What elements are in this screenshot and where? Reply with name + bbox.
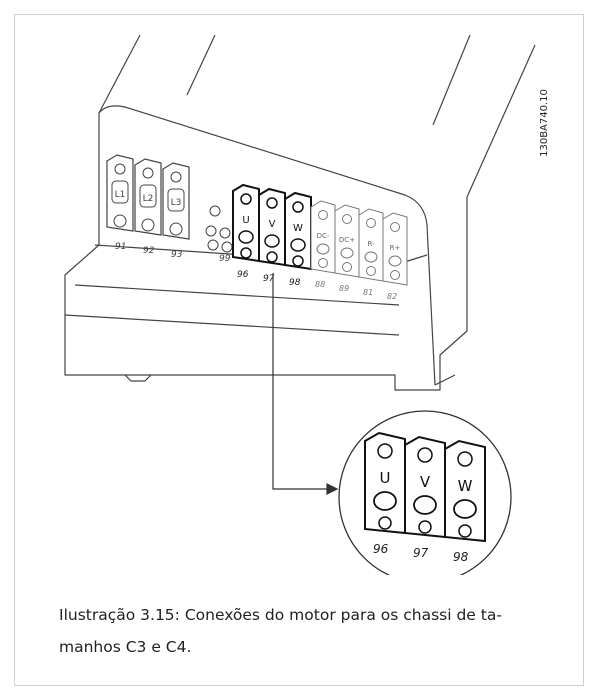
drive-chassis	[64, 34, 536, 391]
terminal-number: 89	[339, 284, 349, 293]
terminal-number: 98	[289, 278, 301, 288]
terminal-W: W 98	[284, 191, 312, 288]
caption-line-2: manhos C3 e C4.	[59, 638, 192, 656]
figure-frame: L1 91 L2 92 L3 93	[14, 14, 584, 686]
terminal-number: 93	[171, 250, 183, 260]
caption-line-1: Ilustração 3.15: Conexões do motor para …	[59, 606, 502, 624]
motor-connection-diagram: L1 91 L2 92 L3 93	[64, 34, 550, 575]
ground-number: 99	[219, 254, 231, 264]
terminal-L2: L2 92	[134, 158, 162, 256]
terminal-U: U 96	[232, 183, 260, 280]
dc-terminals: DC- 88 DC+ 89 R- 81	[310, 200, 408, 301]
terminal-label: L1	[115, 190, 126, 200]
zoom-terminal-label: V	[420, 473, 431, 491]
ground-screws: 99	[205, 205, 233, 264]
terminal-number: 92	[143, 246, 155, 256]
figure-caption: Ilustração 3.15: Conexões do motor para …	[59, 599, 579, 663]
terminal-number: 97	[263, 274, 275, 284]
document-code: 130BA740.10	[539, 89, 550, 157]
terminal-number: 91	[115, 242, 126, 252]
terminal-R-minus: R- 81	[358, 208, 384, 297]
zoom-terminal-label: U	[380, 469, 391, 487]
main-terminals: L1 91 L2 92 L3 93	[106, 154, 190, 260]
terminal-label: U	[242, 215, 249, 226]
zoom-terminal-label: W	[458, 477, 473, 495]
zoom-terminal-V: V 97	[404, 435, 446, 560]
terminal-DC-plus: DC+ 89	[334, 204, 360, 293]
terminal-label: L3	[171, 198, 182, 208]
terminal-number: 81	[363, 288, 373, 297]
terminal-V: V 97	[258, 187, 286, 284]
motor-terminals: U 96 V 97 W 98	[232, 183, 312, 288]
terminal-label: DC-	[317, 232, 330, 240]
terminal-number: 96	[237, 270, 249, 280]
zoom-detail: U 96 V 97 W 98	[338, 410, 512, 575]
terminal-number: 82	[387, 292, 397, 301]
terminal-number: 88	[315, 280, 325, 289]
terminal-label: V	[269, 219, 276, 230]
terminal-L1: L1 91	[106, 154, 134, 252]
terminal-label: R-	[367, 240, 375, 248]
terminal-label: DC+	[339, 236, 355, 244]
zoom-terminal-number: 97	[413, 546, 429, 560]
terminal-label: R+	[390, 244, 401, 252]
terminal-R-plus: R+ 82	[382, 212, 408, 301]
terminal-label: L2	[143, 194, 154, 204]
terminal-label: W	[293, 223, 303, 234]
zoom-terminal-number: 96	[373, 542, 389, 556]
terminal-L3: L3 93	[162, 162, 190, 260]
terminal-DC-minus: DC- 88	[310, 200, 336, 289]
zoom-terminal-number: 98	[453, 550, 469, 564]
leader-arrow	[272, 273, 339, 495]
zoom-terminal-W: W 98	[444, 439, 486, 564]
